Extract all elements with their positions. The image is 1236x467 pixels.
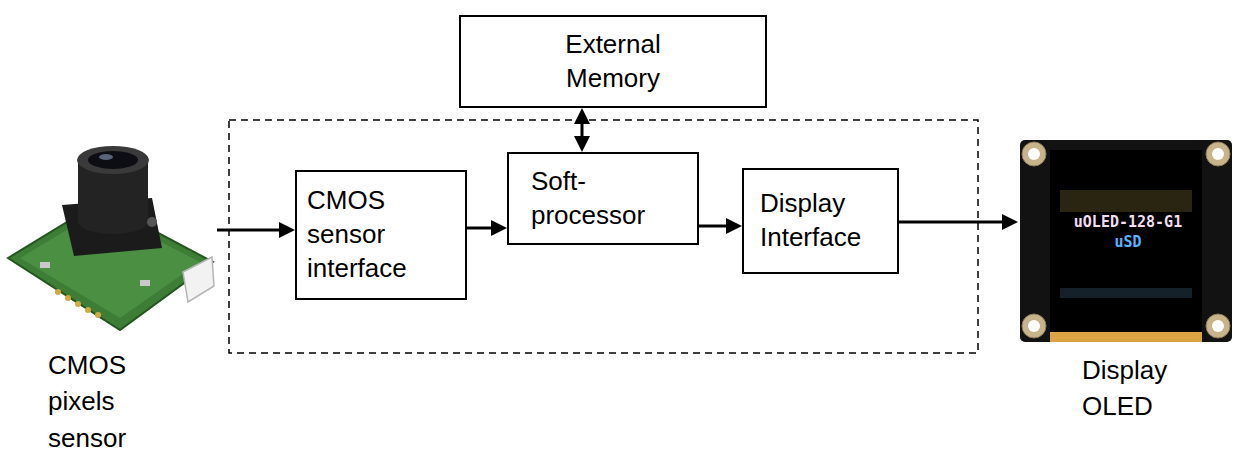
lens-ring — [77, 146, 149, 174]
oled-illustration — [1020, 140, 1232, 342]
box-label: External Memory — [543, 28, 683, 96]
interface-box: Display Interface — [742, 168, 899, 274]
flow-arrow — [699, 225, 734, 228]
flow-arrow — [467, 227, 499, 230]
system-boundary — [229, 120, 978, 353]
camera-connector — [183, 257, 214, 302]
memory-box: External Memory — [459, 15, 767, 108]
caption-text: CMOS pixels sensor — [48, 347, 158, 456]
lens-screw — [147, 217, 157, 227]
solder-pad — [95, 312, 101, 318]
box-label: CMOS sensor interface — [307, 184, 432, 285]
solder-pad — [75, 301, 81, 307]
processor-box: Soft- processor — [507, 152, 699, 245]
flex-strip — [1050, 332, 1202, 342]
flow-arrow — [581, 116, 584, 144]
screen-band — [1060, 190, 1192, 212]
screen-text: uOLED-128-G1 — [1048, 213, 1208, 231]
mounting-hole — [1022, 314, 1046, 338]
oled-display: Display OLED — [1018, 140, 1232, 420]
mounting-hole — [1022, 142, 1046, 166]
solder-pad — [65, 295, 71, 301]
lens-barrel-bottom — [78, 210, 148, 234]
camera-pcb-face — [20, 210, 200, 318]
box-label: Display Interface — [760, 187, 885, 255]
flow-arrow — [217, 229, 287, 232]
mounting-hole — [1206, 314, 1230, 338]
oled-frame — [1020, 140, 1232, 342]
camera-sensor: CMOS pixels sensor — [5, 140, 217, 465]
mounting-hole-center — [1028, 148, 1040, 160]
caption-text: Display OLED — [1082, 352, 1202, 425]
flow-arrow — [899, 221, 1010, 224]
box-label: Soft- processor — [531, 165, 671, 233]
screen-text: uSD — [1048, 233, 1208, 251]
mounting-hole-center — [1212, 320, 1224, 332]
mounting-hole-center — [1212, 148, 1224, 160]
lens-highlight — [99, 154, 113, 160]
camera-pcb — [8, 202, 213, 330]
lens-glass — [88, 151, 138, 169]
screen-band — [1060, 288, 1192, 298]
mounting-hole — [1206, 142, 1230, 166]
camera-illustration — [8, 146, 214, 330]
interface-box: CMOS sensor interface — [295, 170, 467, 300]
smd-part — [140, 280, 150, 286]
solder-pad — [55, 289, 61, 295]
solder-pad — [85, 307, 91, 313]
mounting-hole-center — [1028, 320, 1040, 332]
smd-part — [40, 262, 50, 268]
